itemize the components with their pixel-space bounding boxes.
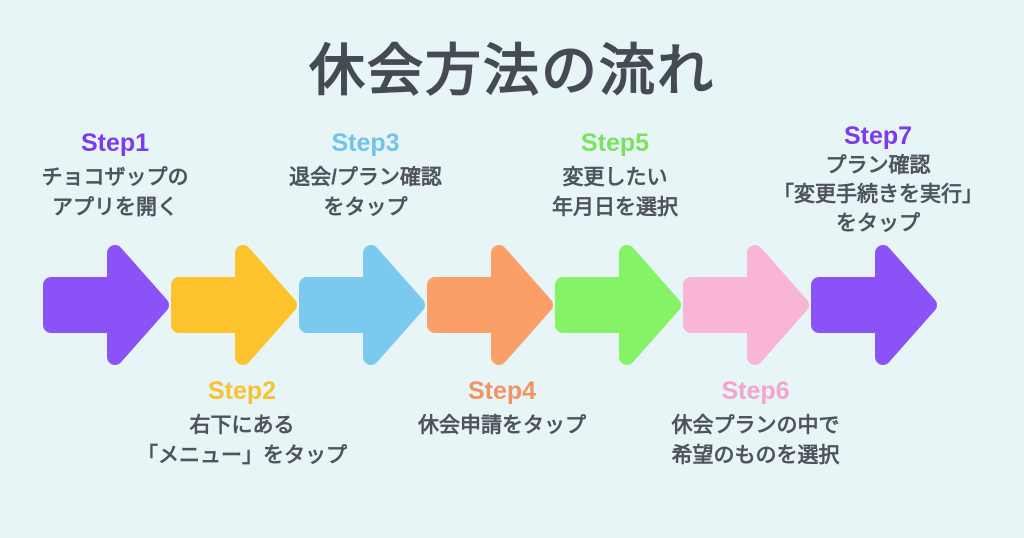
step-block-1: Step1 チョコザップの アプリを開く bbox=[15, 128, 215, 223]
step-text-line: プラン確認 bbox=[825, 154, 931, 177]
step-text-line: 右下にある bbox=[189, 414, 295, 437]
step-label: Step3 bbox=[331, 129, 400, 157]
step-text-line: アプリを開く bbox=[52, 196, 178, 219]
step-block-6: Step6 休会プランの中で 希望のものを選択 bbox=[633, 376, 878, 471]
step-label: Step4 bbox=[467, 377, 537, 405]
flow-arrow-icon bbox=[43, 245, 169, 365]
step-text-line: 休会申請をタップ bbox=[418, 414, 586, 437]
step-text-line: 休会プランの中で bbox=[671, 414, 840, 437]
flow-arrow-icon bbox=[811, 245, 937, 365]
step-block-4: Step4 休会申請をタップ bbox=[383, 376, 621, 441]
step-text-line: チョコザップの bbox=[41, 166, 189, 189]
step-label: Step6 bbox=[721, 377, 790, 405]
step-text-line: をタップ bbox=[836, 212, 920, 235]
flow-arrow-icon bbox=[299, 245, 425, 365]
flow-arrow-icon bbox=[427, 245, 553, 365]
step-text-line: 年月日を選択 bbox=[552, 196, 678, 219]
flow-arrow-icon bbox=[555, 245, 681, 365]
page-title: 休会方法の流れ bbox=[309, 39, 715, 102]
step-text-line: をタップ bbox=[323, 196, 408, 219]
step-label: Step2 bbox=[207, 377, 277, 405]
step-label: Step1 bbox=[80, 129, 150, 157]
flow-arrow-icon bbox=[171, 245, 297, 365]
step-label: Step5 bbox=[580, 129, 650, 157]
step-text-line: 希望のものを選択 bbox=[671, 444, 840, 467]
flow-arrow-icon bbox=[683, 245, 809, 365]
step-text-line: 「変更手続きを実行」 bbox=[773, 183, 983, 206]
step-text-line: 退会/プラン確認 bbox=[289, 166, 442, 189]
step-label: Step7 bbox=[843, 122, 913, 150]
step-text-line: 変更したい bbox=[562, 166, 668, 189]
step-block-7: Step7 プラン確認 「変更手続きを実行」 をタップ bbox=[752, 121, 1004, 238]
step-block-2: Step2 右下にある 「メニュー」をタップ bbox=[118, 376, 366, 471]
step-text-line: 「メニュー」をタップ bbox=[137, 444, 347, 467]
step-block-5: Step5 変更したい 年月日を選択 bbox=[515, 128, 715, 223]
step-block-3: Step3 退会/プラン確認 をタップ bbox=[263, 128, 468, 223]
